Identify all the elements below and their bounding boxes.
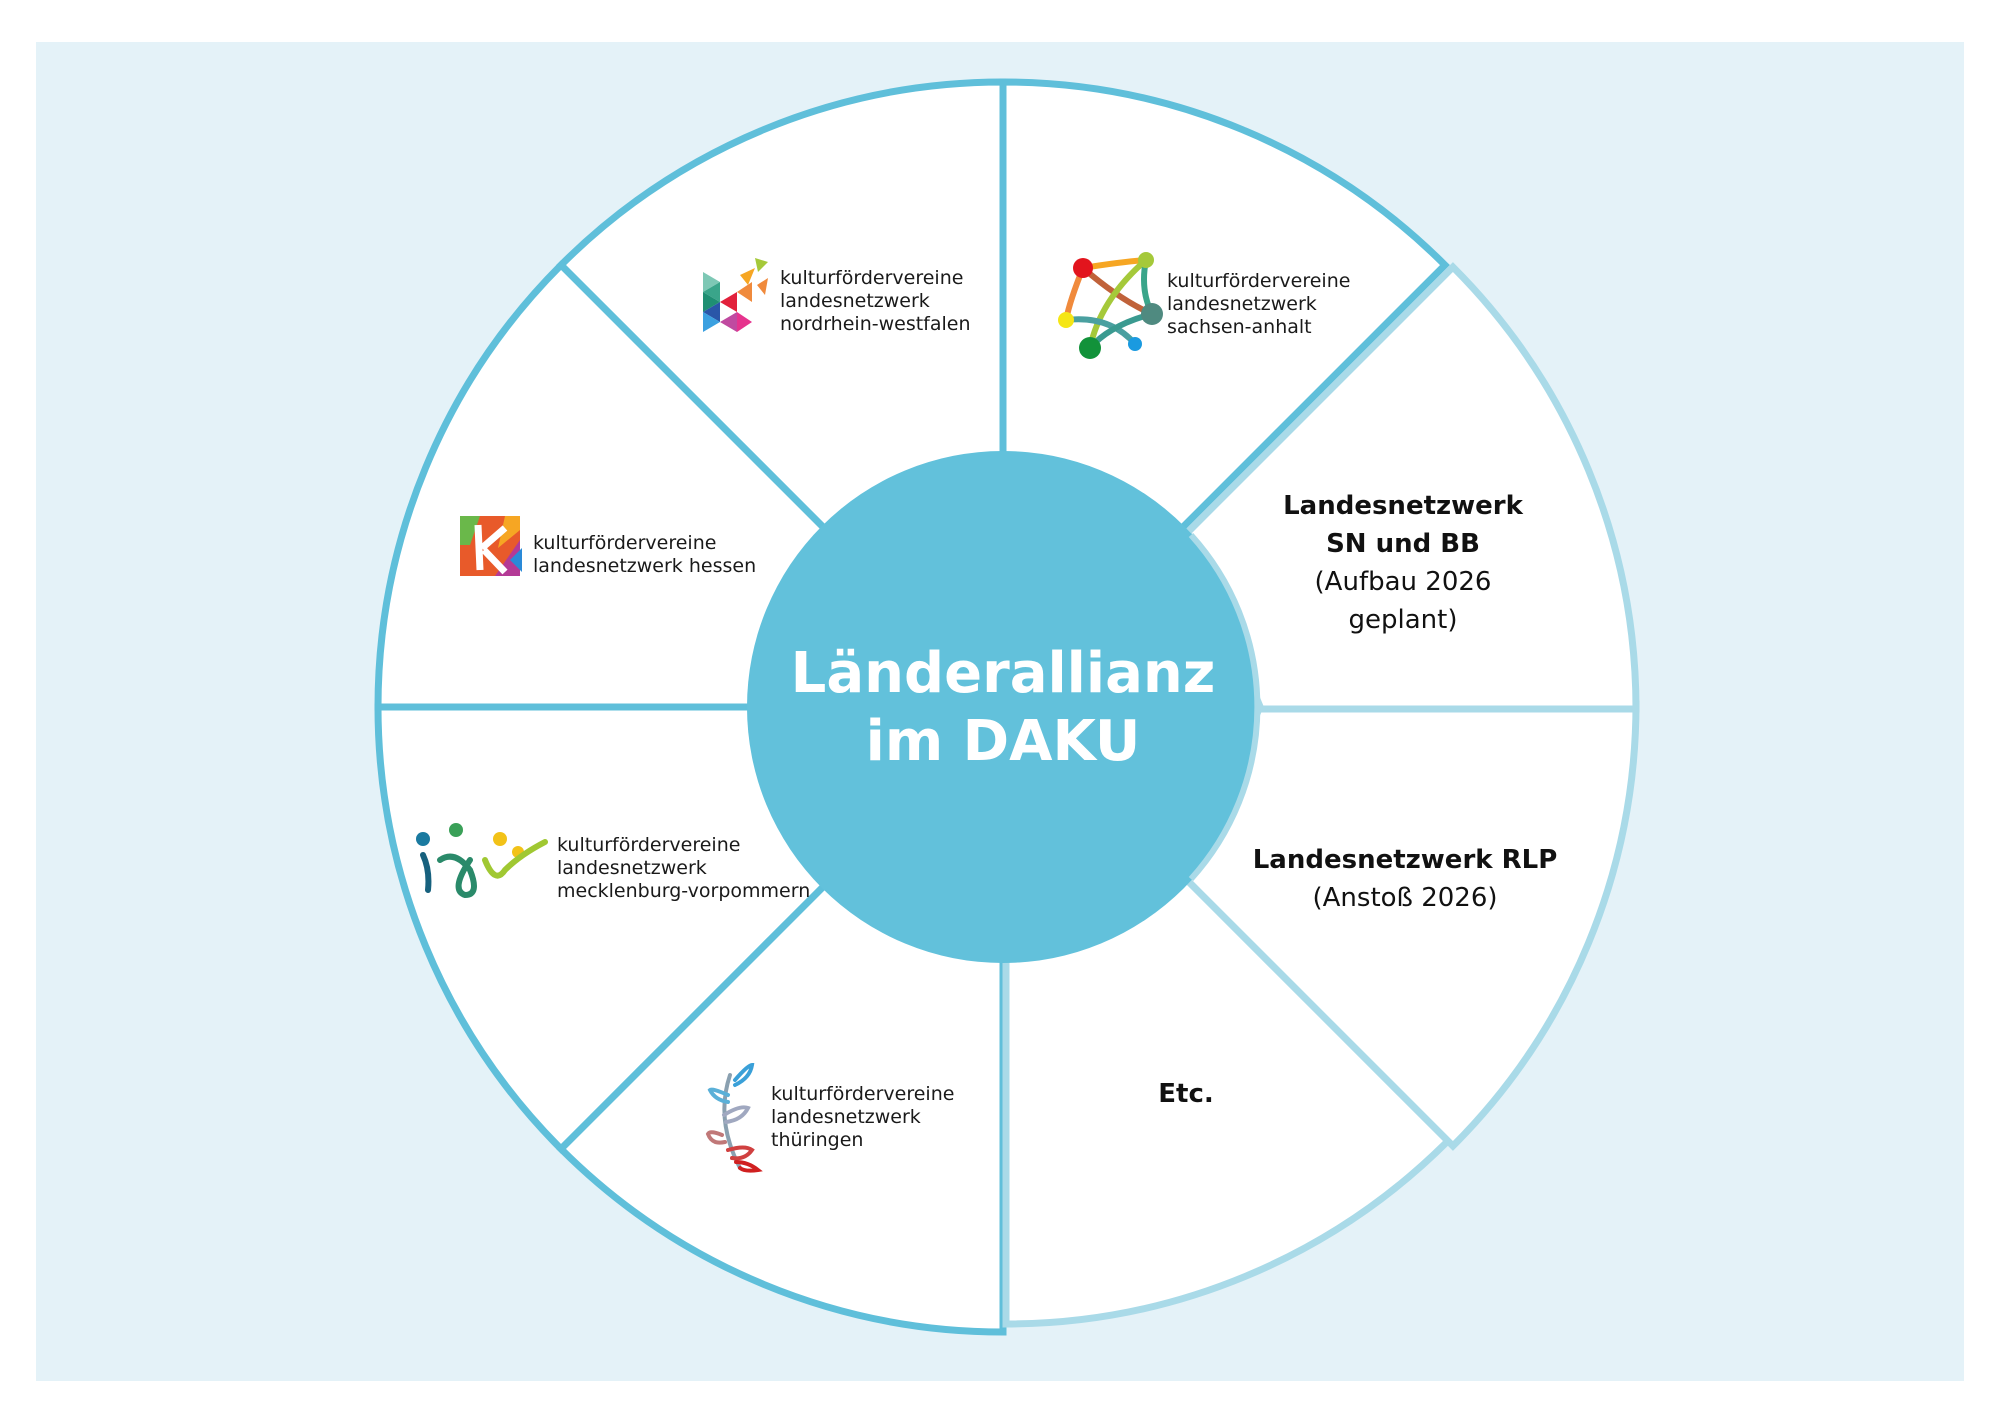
segment-thueringen-label: kulturfördervereine landesnetzwerk thüri… [771, 1083, 954, 1152]
label-line: landesnetzwerk [1167, 293, 1317, 315]
segment-hessen [374, 260, 831, 711]
label-line: kulturfördervereine [780, 267, 964, 289]
segment-mv [374, 703, 831, 1154]
mv-figures-logo [416, 823, 548, 899]
label-line: Landesnetzwerk RLP [1252, 845, 1558, 875]
segment-nrw-label: kulturfördervereine landesnetzwerk nordr… [780, 267, 971, 336]
label-line: sachsen-anhalt [1167, 316, 1312, 338]
segment-nrw [556, 78, 1007, 535]
segment-etc-label: Etc. [1158, 1075, 1213, 1113]
nrw-k-logo [703, 258, 768, 332]
label-line: kulturfördervereine [1167, 270, 1351, 292]
center-title-line: Länderallianz [790, 641, 1216, 706]
sachsen-anhalt-network-logo [1058, 252, 1163, 359]
label-line: Etc. [1158, 1079, 1214, 1109]
segment-etc [1002, 871, 1453, 1328]
label-line: landesnetzwerk [780, 290, 930, 312]
center-title-line: im DAKU [865, 709, 1141, 774]
thueringen-branch-logo [705, 1062, 763, 1173]
label-line: geplant) [1348, 605, 1458, 635]
center-circle [747, 451, 1259, 963]
label-line: kulturfördervereine [557, 834, 741, 856]
label-line: mecklenburg-vorpommern [557, 880, 811, 902]
center-title: Länderallianz im DAKU [791, 640, 1216, 776]
label-line: landesnetzwerk hessen [533, 555, 757, 577]
segment-sn-bb [1183, 262, 1640, 713]
label-line: thüringen [771, 1129, 864, 1151]
label-line: (Anstoß 2026) [1312, 883, 1498, 913]
center-circle-light-edge [1188, 532, 1261, 882]
segment-hessen-label: kulturfördervereine landesnetzwerk hesse… [533, 532, 756, 578]
label-line: kulturfördervereine [771, 1083, 955, 1105]
segment-sachsen-anhalt-label: kulturfördervereine landesnetzwerk sachs… [1167, 270, 1350, 339]
label-line: Landesnetzwerk [1283, 491, 1523, 521]
label-line: (Aufbau 2026 [1314, 567, 1492, 597]
label-line: landesnetzwerk [557, 857, 707, 879]
label-line: SN und BB [1326, 529, 1480, 559]
segment-rlp-label: Landesnetzwerk RLP (Anstoß 2026) [1253, 841, 1558, 917]
label-line: kulturfördervereine [533, 532, 717, 554]
label-line: nordrhein-westfalen [780, 313, 971, 335]
segment-rlp [1183, 700, 1640, 1151]
segment-thueringen [556, 879, 1007, 1336]
segment-mv-label: kulturfördervereine landesnetzwerk meckl… [557, 834, 810, 903]
segment-sachsen-anhalt [999, 78, 1450, 535]
hessen-k-logo [460, 516, 522, 576]
label-line: landesnetzwerk [771, 1106, 921, 1128]
segment-sn-bb-label: Landesnetzwerk SN und BB (Aufbau 2026 ge… [1283, 487, 1523, 639]
